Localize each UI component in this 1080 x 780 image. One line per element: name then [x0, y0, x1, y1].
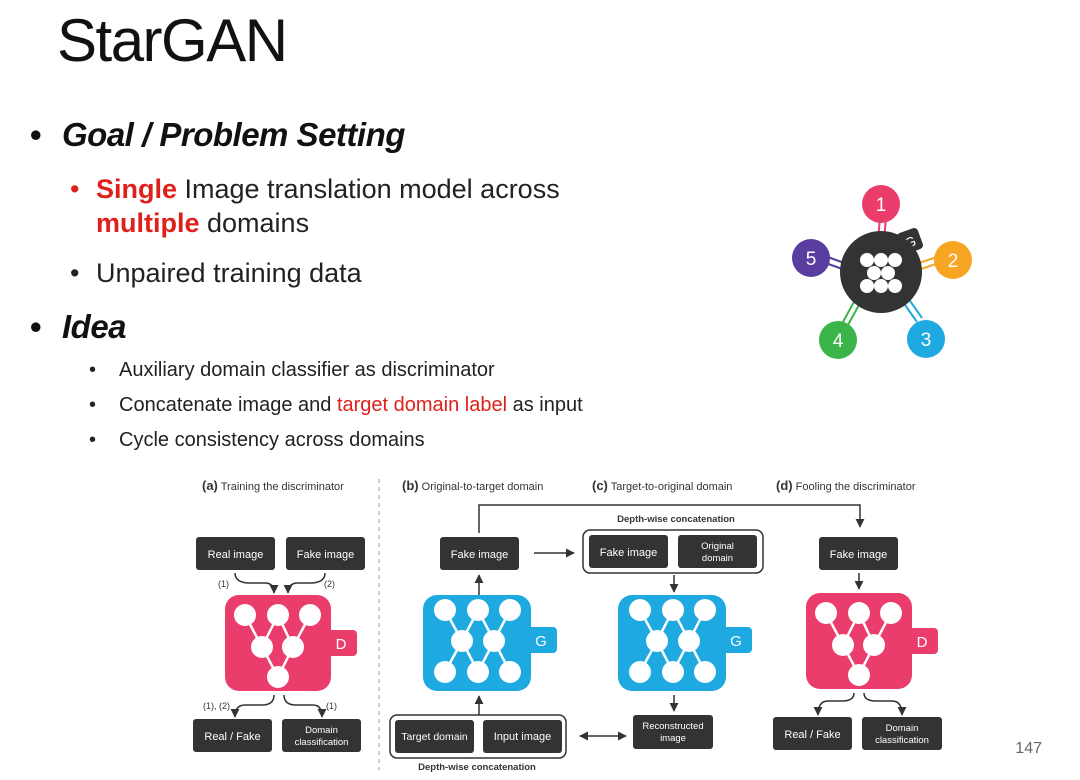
- real-fake-box-a: Real / Fake: [204, 731, 260, 743]
- goal-item-2-text: Unpaired training data: [96, 258, 362, 288]
- fake-image-box-d: Fake image: [830, 549, 887, 561]
- target-domain-box: Target domain: [401, 731, 468, 743]
- stargan-diagram: (a) Training the discriminator (b) Origi…: [193, 478, 942, 773]
- depthwise-concat-top: Depth-wise concatenation: [617, 514, 735, 525]
- bullet-icon: •: [89, 359, 97, 381]
- slide-title: StarGAN: [57, 7, 288, 74]
- star-node-2: 2: [948, 251, 959, 272]
- target-domain-label-highlight: target domain label: [336, 394, 508, 416]
- idea-item-1: •Auxiliary domain classifier as discrimi…: [89, 359, 495, 381]
- idea-item-3: •Cycle consistency across domains: [89, 429, 425, 451]
- panel-d-title: (d) Fooling the discriminator: [776, 478, 916, 493]
- page-number: 147: [1015, 740, 1042, 757]
- panel-b-title: (b) Original-to-target domain: [402, 478, 543, 493]
- goal-item-1-text: Image translation model across: [177, 174, 560, 204]
- real-fake-box-d: Real / Fake: [784, 729, 840, 741]
- generator-label-b: G: [535, 633, 547, 650]
- panel-c-title: (c) Target-to-original domain: [592, 478, 732, 493]
- fake-image-box-b: Fake image: [451, 549, 508, 561]
- goal-heading-item: • Goal / Problem Setting: [30, 116, 405, 154]
- discriminator-label-d: D: [917, 634, 928, 651]
- star-node-4: 4: [833, 331, 844, 352]
- fake-image-box-a: Fake image: [297, 549, 354, 561]
- depthwise-concat-bottom: Depth-wise concatenation: [418, 762, 536, 773]
- bullet-icon: •: [70, 174, 80, 204]
- bullet-icon: •: [89, 394, 97, 416]
- bullet-icon: •: [89, 429, 97, 451]
- idea-item-2: •Concatenate image and target domain lab…: [89, 394, 583, 416]
- bullet-icon: •: [30, 308, 42, 345]
- fake-image-box-c: Fake image: [600, 547, 657, 559]
- bullet-icon: •: [30, 116, 42, 153]
- goal-item-1-text-2: domains: [199, 208, 310, 238]
- single-emphasis: Single: [96, 174, 178, 204]
- multiple-emphasis: multiple: [96, 208, 200, 238]
- discriminator-label-a: D: [336, 636, 347, 653]
- idea-heading: Idea: [62, 308, 127, 345]
- star-node-3: 3: [921, 330, 932, 351]
- input-image-box: Input image: [494, 731, 551, 743]
- goal-heading: Goal / Problem Setting: [62, 116, 405, 153]
- panel-a-title: (a) Training the discriminator: [202, 478, 344, 493]
- marker-2-top: (2): [324, 579, 335, 589]
- star-node-5: 5: [806, 249, 817, 270]
- star-topology-graphic: G 1 2 3 4 5: [792, 185, 972, 359]
- bullet-icon: •: [70, 258, 80, 288]
- idea-heading-item: • Idea: [30, 308, 127, 346]
- real-image-box: Real image: [208, 549, 264, 561]
- marker-1-bottom: (1): [326, 701, 337, 711]
- star-node-1: 1: [876, 195, 887, 216]
- marker-1-top: (1): [218, 579, 229, 589]
- generator-label-c: G: [730, 633, 742, 650]
- marker-12-bottom: (1), (2): [203, 701, 230, 711]
